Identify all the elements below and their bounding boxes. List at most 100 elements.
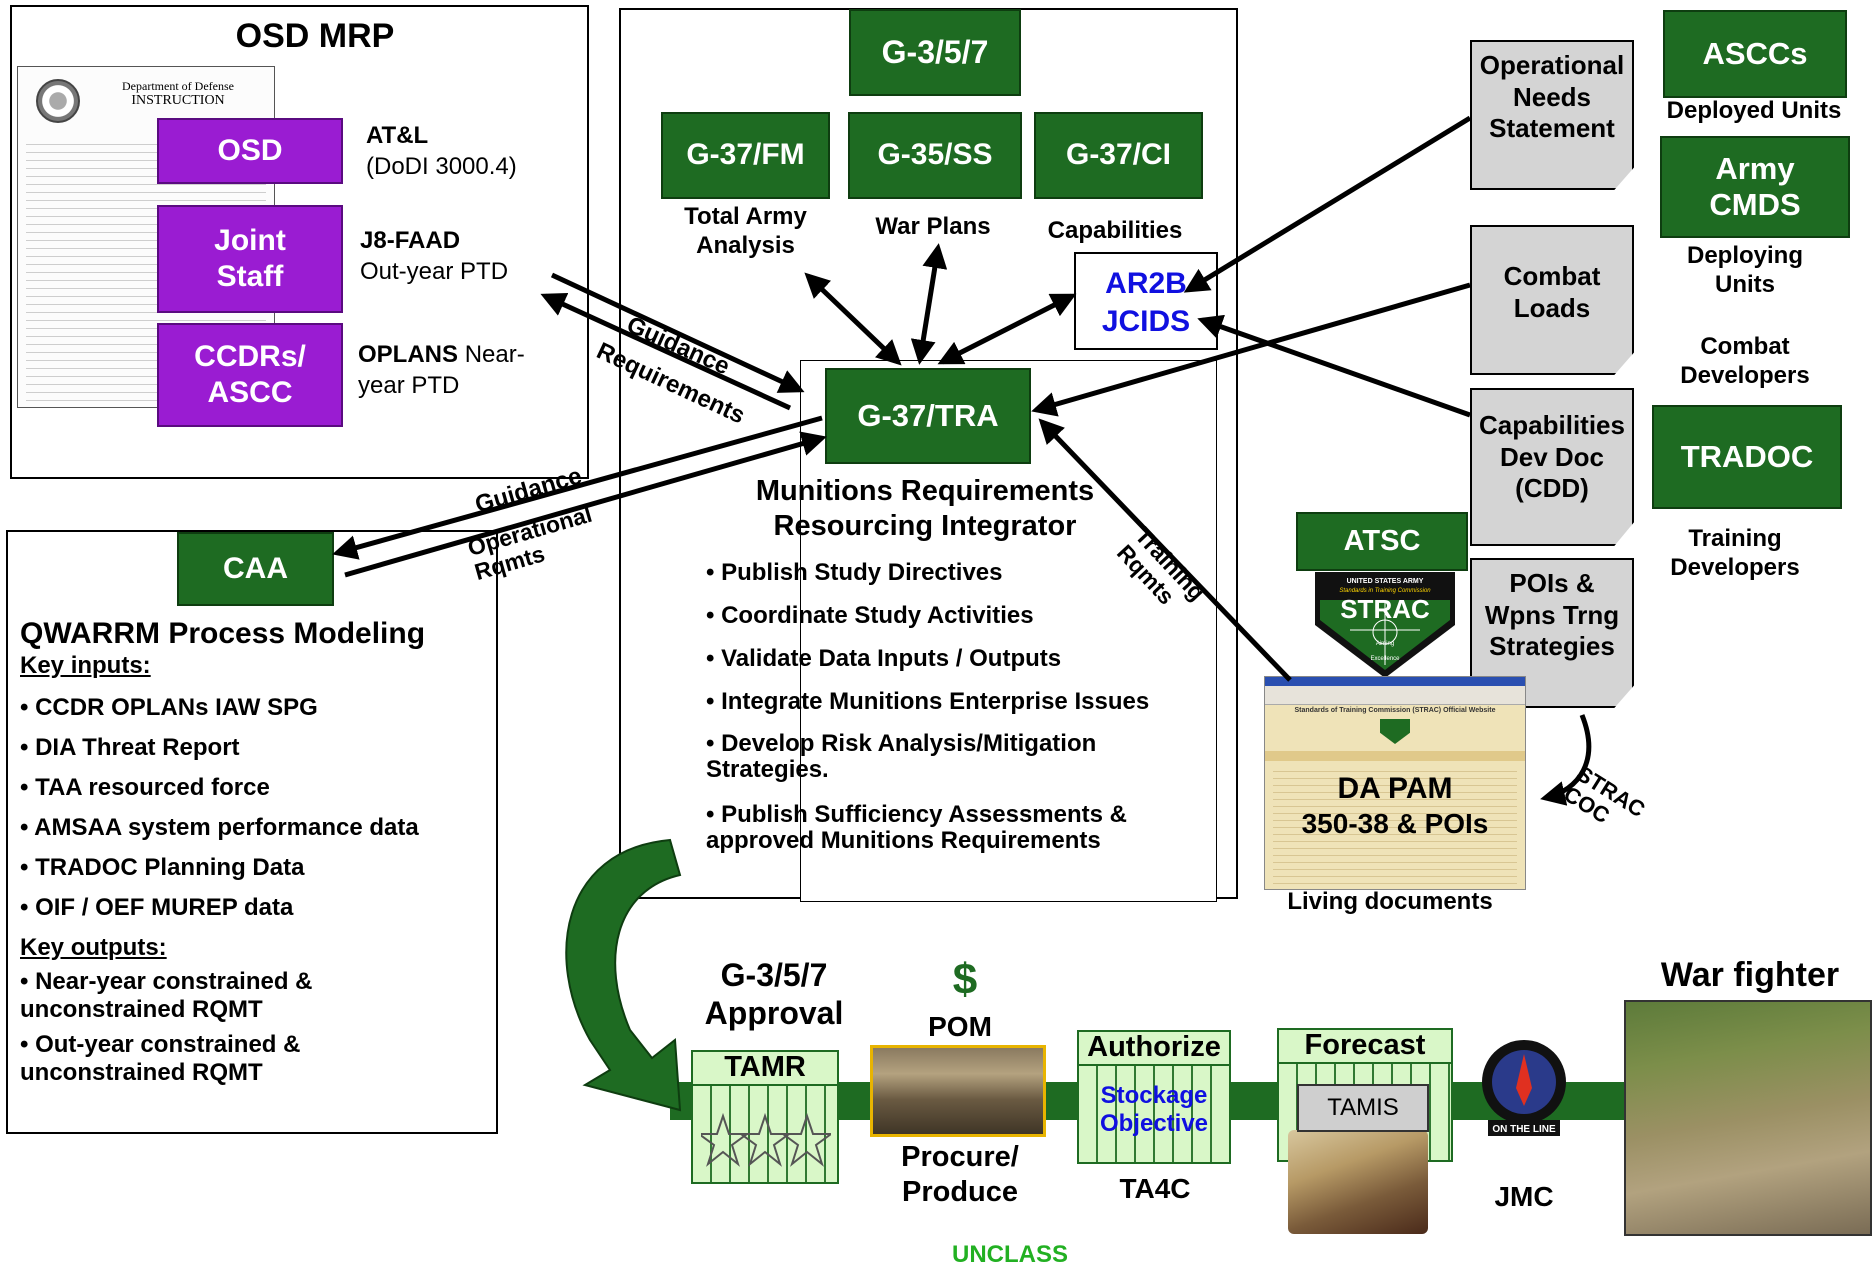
army-cmds-box[interactable]: Army CMDS [1660,136,1850,238]
browser-titlebar [1265,677,1525,686]
strac-shield-aiming: Aiming [1376,641,1394,647]
osd-mrp-title: OSD MRP [235,17,395,55]
strac-website-thumbnail[interactable]: Standards of Training Commission (STRAC)… [1264,676,1526,890]
joint-staff-desc: J8-FAAD Out-year PTD [360,225,508,287]
computer-user-photo [1288,1130,1428,1234]
strac-shield-mid: Standards in Training Commission [1339,588,1431,594]
asccs-box[interactable]: ASCCs [1663,10,1847,98]
g35ss-box[interactable]: G-35/SS [848,112,1022,199]
ons-doc-label: Operational Needs Statement [1479,50,1625,144]
integrator-bullet-3: • Validate Data Inputs / Outputs [706,645,1062,672]
g37tra-box[interactable]: G-37/TRA [825,368,1031,464]
caa-output-2: • Out-year constrained & unconstrained R… [20,1031,301,1087]
cdd-label: Capabilities Dev Doc (CDD) [1479,410,1625,504]
tradoc-label: TRADOC [1680,439,1814,475]
combat-loads-doc[interactable]: Combat Loads [1470,225,1634,375]
web-body-lines [1273,765,1517,885]
factory-photo [870,1045,1046,1137]
osd-box[interactable]: OSD [157,118,343,184]
arrow-osd-tra-guidance [550,272,805,393]
curve-arrow [565,838,682,1112]
osd-desc-text: (DoDI 3000.4) [366,153,517,181]
ar2b-jcids-box[interactable]: AR2B JCIDS [1074,252,1218,350]
da-pam-label: DA PAM [1337,772,1453,805]
joint-staff-box[interactable]: Joint Staff [157,205,343,313]
doc-header-2: INSTRUCTION [131,93,225,108]
da-pam-sub-label: 350-38 & POIs [1301,808,1489,839]
ccdrs-ascc-box[interactable]: CCDRs/ ASCC [157,323,343,427]
caa-input-1: • CCDR OPLANs IAW SPG [20,694,318,721]
integrator-bullet-5: • Develop Risk Analysis/Mitigation Strat… [706,730,1097,784]
caa-label: CAA [223,551,288,585]
pom-label: POM [928,1011,992,1042]
arrow-tra-caa-guidance [332,415,823,560]
deploying-units-label: Deploying Units [1686,242,1803,298]
jmc-label: JMC [1494,1181,1554,1212]
integrator-title-line1: Munitions Requirements [755,475,1095,507]
integrator-title-line2: Resourcing Integrator [773,509,1077,542]
ccdrs-desc-bold: OPLANS [358,341,459,368]
arrow-combat-loads-tra [1031,282,1471,417]
training-developers-label: Training Developers [1670,525,1800,581]
tamr-box[interactable]: TAMR [691,1050,839,1184]
integrator-title: Munitions Requirements Resourcing Integr… [715,474,1135,544]
combat-loads-label: Combat Loads [1503,261,1601,323]
cdd-doc[interactable]: Capabilities Dev Doc (CDD) [1470,388,1634,546]
key-outputs-title: Key outputs: [20,934,167,961]
army-cmds-label: Army CMDS [1709,151,1801,222]
war-fighter-label: War fighter [1660,956,1840,994]
caa-box[interactable]: CAA [177,532,334,606]
arrow-training-tra [1038,418,1292,682]
forecast-label: Forecast [1279,1030,1451,1064]
joint-staff-desc-text: Out-year PTD [360,258,509,286]
doc-header-1: Department of Defense [122,79,234,93]
tamis-box[interactable]: TAMIS [1297,1084,1429,1132]
g37fm-label: G-37/FM [686,138,805,172]
caa-output-1: • Near-year constrained & unconstrained … [20,968,313,1024]
atsc-label: ATSC [1343,524,1421,557]
arrow-fm-tra [804,272,902,366]
g37fm-box[interactable]: G-37/FM [661,112,830,199]
caa-input-4: • AMSAA system performance data [20,814,419,841]
tradoc-box[interactable]: TRADOC [1652,405,1842,509]
strac-shield-icon: UNITED STATES ARMY Standards in Training… [1315,572,1455,678]
asccs-label: ASCCs [1702,36,1808,72]
g357-box[interactable]: G-3/5/7 [849,9,1021,96]
integrator-bullet-2: • Coordinate Study Activities [706,602,1034,629]
war-plans-caption: War Plans [875,213,991,240]
jmc-badge-text: ON THE LINE [1492,1124,1556,1135]
ta4c-label: TA4C [1119,1173,1191,1204]
stockage-objective-label: Stockage Objective [1099,1082,1209,1137]
caa-input-3: • TAA resourced force [20,774,270,801]
authorize-box[interactable]: Authorize Stockage Objective [1077,1030,1231,1164]
arrow-ar2b-tra [937,293,1077,365]
combat-developers-label: Combat Developers [1680,333,1810,389]
web-title: Standards of Training Commission (STRAC)… [1294,707,1496,714]
ons-doc[interactable]: Operational Needs Statement [1470,40,1634,190]
g35ss-label: G-35/SS [877,138,993,172]
atsc-box[interactable]: ATSC [1296,512,1468,571]
caa-input-2: • DIA Threat Report [20,734,240,761]
caa-input-5: • TRADOC Planning Data [20,854,305,881]
total-army-analysis-caption: Total Army Analysis [684,203,807,259]
key-inputs-title: Key inputs: [20,652,151,679]
joint-staff-label: Joint Staff [214,224,286,293]
caa-panel [6,530,498,1134]
arrow-cdd-jcids [1197,314,1471,418]
caa-input-6: • OIF / OEF MUREP data [20,894,294,921]
g37ci-box[interactable]: G-37/CI [1034,112,1203,199]
dollar-sign-icon: $ [952,955,978,1004]
jcids-label: JCIDS [1101,305,1191,338]
unclass-label: UNCLASS [952,1241,1068,1265]
g37ci-label: G-37/CI [1065,138,1172,172]
procure-label: Procure/ Produce [901,1141,1019,1208]
strac-shield-top: UNITED STATES ARMY [1347,578,1424,585]
browser-toolbar [1265,686,1525,705]
arrow-tra-osd-requirements [540,292,792,411]
tamr-label: TAMR [693,1052,837,1086]
ar2b-label: AR2B [1105,267,1187,300]
integrator-bullet-1: • Publish Study Directives [706,559,1003,586]
deployed-units-label: Deployed Units [1666,97,1842,124]
integrator-bullet-6: • Publish Sufficiency Assessments & appr… [706,801,1127,855]
tamis-label: TAMIS [1327,1094,1399,1121]
